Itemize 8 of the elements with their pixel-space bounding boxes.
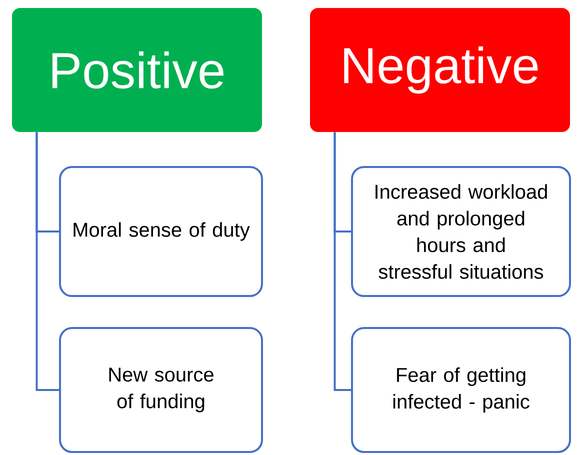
connector-line: [334, 132, 351, 391]
text-box: Moral sense of duty: [59, 166, 263, 298]
text-box: Increased workload and prolonged hours and stressful situations: [351, 166, 571, 298]
heading-box: Negative: [310, 8, 570, 132]
connector-line: [36, 132, 59, 391]
text-box: New source of funding: [59, 327, 263, 453]
text-box: Fear of getting infected - panic: [351, 327, 571, 453]
heading-box: Positive: [12, 8, 262, 132]
